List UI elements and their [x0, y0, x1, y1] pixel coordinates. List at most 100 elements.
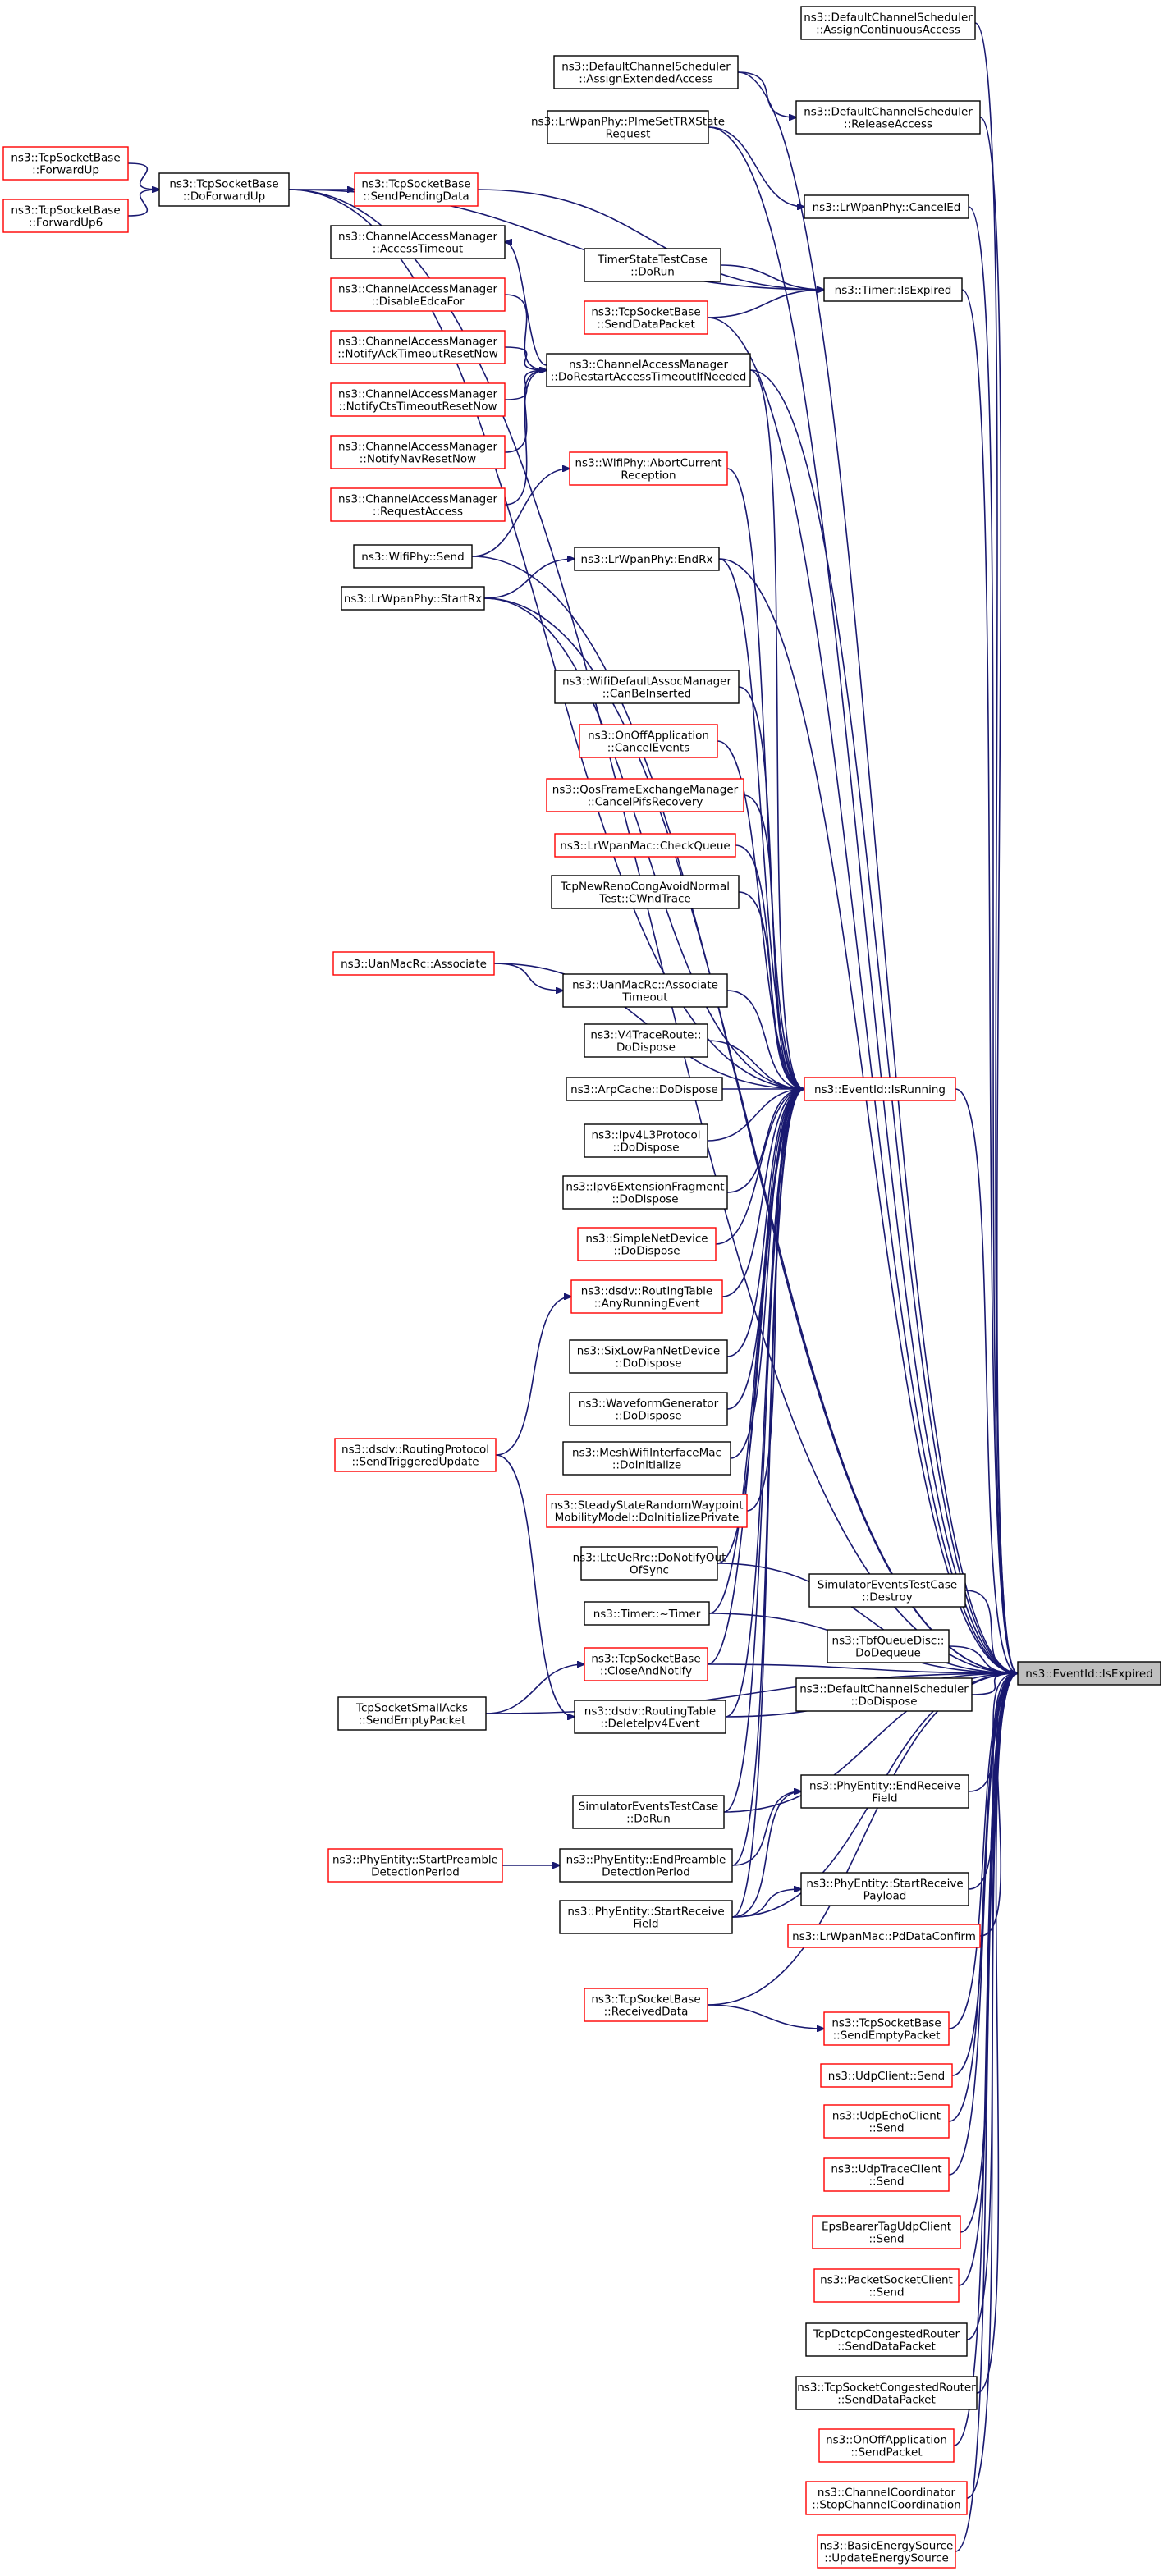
node-box: [823, 277, 963, 302]
node-box: [559, 1900, 733, 1934]
node-sendPending[interactable]: ns3::TcpSocketBase::SendPendingData: [354, 172, 479, 207]
node-udpTrace[interactable]: ns3::UdpTraceClient::Send: [823, 2157, 950, 2192]
node-tbfDequeue[interactable]: ns3::TbfQueueDisc::DoDequeue: [827, 1629, 950, 1663]
node-label: ns3::SimpleNetDevice: [585, 1233, 708, 1246]
node-label: ::DoDispose: [612, 1142, 679, 1155]
node-box: [551, 875, 740, 909]
node-simEventsDoRun[interactable]: SimulatorEventsTestCase::DoRun: [572, 1795, 725, 1829]
node-fwdUp6[interactable]: ns3::TcpSocketBase::ForwardUp6: [2, 199, 129, 233]
node-camNotifyCts[interactable]: ns3::ChannelAccessManager::NotifyCtsTime…: [330, 382, 506, 417]
node-camDoRestart[interactable]: ns3::ChannelAccessManager::DoRestartAcce…: [546, 353, 751, 387]
node-timerDtor[interactable]: ns3::Timer::~Timer: [584, 1601, 710, 1626]
node-box: [823, 2011, 950, 2046]
node-qosCancel[interactable]: ns3::QosFrameExchangeManager::CancelPifs…: [546, 778, 744, 812]
node-epsBearer[interactable]: EpsBearerTagUdpClient::Send: [812, 2215, 961, 2249]
node-camRequest[interactable]: ns3::ChannelAccessManager::RequestAccess: [330, 487, 506, 522]
node-closeAndNotify[interactable]: ns3::TcpSocketBase::CloseAndNotify: [584, 1647, 708, 1681]
node-timerStateDoRun[interactable]: TimerStateTestCase::DoRun: [584, 248, 721, 282]
node-assignContinuous[interactable]: ns3::DefaultChannelScheduler::AssignCont…: [800, 6, 976, 40]
node-ipv4L3[interactable]: ns3::Ipv4L3Protocol::DoDispose: [584, 1123, 708, 1158]
node-label: ns3::ArpCache::DoDispose: [570, 1083, 718, 1096]
node-label: ::AccessTimeout: [373, 243, 463, 256]
node-fwdUp[interactable]: ns3::TcpSocketBase::ForwardUp: [2, 146, 129, 181]
call-edge-timerDtor-to-eventIsRunning: [708, 1089, 804, 1614]
node-uanAssociate[interactable]: ns3::UanMacRc::Associate: [332, 951, 495, 976]
node-wifiDefaultAssoc[interactable]: ns3::WifiDefaultAssocManager::CanBeInser…: [554, 670, 740, 704]
node-tcpDctcp[interactable]: TcpDctcpCongestedRouter::SendDataPacket: [805, 2322, 968, 2357]
node-cancelEd[interactable]: ns3::LrWpanPhy::CancelEd: [804, 194, 969, 219]
node-box: [2, 199, 129, 233]
call-edge-wifiSend-to-wifiAbort: [471, 469, 570, 557]
node-label: Request: [606, 128, 651, 141]
node-basicEnergy[interactable]: ns3::BasicEnergySource::UpdateEnergySour…: [817, 2534, 956, 2569]
node-dcsDoDispose[interactable]: ns3::DefaultChannelScheduler::DoDispose: [795, 1677, 973, 1712]
node-camNotifyNav[interactable]: ns3::ChannelAccessManager::NotifyNavRese…: [330, 435, 506, 469]
node-label: ns3::EventId::IsExpired: [1025, 1668, 1153, 1681]
node-label: ns3::LrWpanPhy::EndRx: [581, 553, 713, 566]
node-tcpSmallAcks[interactable]: TcpSocketSmallAcks::SendEmptyPacket: [337, 1696, 487, 1731]
node-onOffCancel[interactable]: ns3::OnOffApplication::CancelEvents: [579, 724, 718, 758]
node-label: ::DoRun: [630, 266, 675, 279]
node-sendDataPacketTcp[interactable]: ns3::TcpSocketBase::SendDataPacket: [584, 300, 708, 335]
node-tcpCongRouter[interactable]: ns3::TcpSocketCongestedRouter::SendDataP…: [795, 2376, 978, 2410]
node-box: [566, 1077, 723, 1101]
node-releaseAccess[interactable]: ns3::DefaultChannelScheduler::ReleaseAcc…: [795, 100, 981, 135]
node-label: ns3::V4TraceRoute::: [590, 1029, 701, 1042]
node-simEventsDestroy[interactable]: SimulatorEventsTestCase::Destroy: [808, 1573, 966, 1608]
node-meshWifi[interactable]: ns3::MeshWifiInterfaceMac::DoInitialize: [562, 1441, 731, 1476]
node-lrEndRx[interactable]: ns3::LrWpanPhy::EndRx: [574, 547, 720, 571]
node-dsdvDelete[interactable]: ns3::dsdv::RoutingTable::DeleteIpv4Event: [574, 1700, 726, 1734]
node-dsdvAnyRunning[interactable]: ns3::dsdv::RoutingTable::AnyRunningEvent: [570, 1279, 723, 1314]
node-dsdvSendTriggered[interactable]: ns3::dsdv::RoutingProtocol::SendTriggere…: [334, 1438, 497, 1472]
node-lrPdData[interactable]: ns3::LrWpanMac::PdDataConfirm: [787, 1924, 981, 1948]
node-lrCheckQueue[interactable]: ns3::LrWpanMac::CheckQueue: [554, 833, 736, 858]
node-camNotifyAck[interactable]: ns3::ChannelAccessManager::NotifyAckTime…: [330, 330, 506, 364]
node-waveform[interactable]: ns3::WaveformGenerator::DoDispose: [569, 1392, 728, 1426]
node-camAccessTimeout[interactable]: ns3::ChannelAccessManager::AccessTimeout: [330, 225, 506, 259]
node-camDisableEdca[interactable]: ns3::ChannelAccessManager::DisableEdcaFo…: [330, 277, 506, 312]
node-label: ns3::Timer::IsExpired: [835, 284, 952, 297]
node-steadyState[interactable]: ns3::SteadyStateRandomWaypointMobilityMo…: [546, 1494, 748, 1528]
node-v4Trace[interactable]: ns3::V4TraceRoute::DoDispose: [584, 1023, 708, 1058]
node-timerIsExpired[interactable]: ns3::Timer::IsExpired: [823, 277, 963, 302]
node-label: ::StopChannelCoordination: [812, 2499, 960, 2512]
node-channelCoord[interactable]: ns3::ChannelCoordinator::StopChannelCoor…: [805, 2481, 968, 2515]
node-ipv6Ext[interactable]: ns3::Ipv6ExtensionFragment::DoDispose: [562, 1175, 728, 1210]
node-wifiSend[interactable]: ns3::WifiPhy::Send: [353, 544, 473, 569]
node-phyEndPreamble[interactable]: ns3::PhyEntity::EndPreambleDetectionPeri…: [559, 1848, 733, 1883]
node-box: [584, 1647, 708, 1681]
node-onOffSend[interactable]: ns3::OnOffApplication::SendPacket: [818, 2428, 955, 2463]
node-box: [584, 1023, 708, 1058]
node-tcpReceived[interactable]: ns3::TcpSocketBase::ReceivedData: [584, 1988, 708, 2022]
node-tcpSendEmpty[interactable]: ns3::TcpSocketBase::SendEmptyPacket: [823, 2011, 950, 2046]
node-arpCache[interactable]: ns3::ArpCache::DoDispose: [566, 1077, 723, 1101]
node-box: [554, 833, 736, 858]
node-box: [795, 1677, 973, 1712]
node-phyStartPreamble[interactable]: ns3::PhyEntity::StartPreambleDetectionPe…: [327, 1848, 503, 1883]
node-packetSocket[interactable]: ns3::PacketSocketClient::Send: [813, 2268, 960, 2303]
node-label: ::DoForwardUp: [183, 190, 266, 204]
call-edge-plmeSet-to-cancelEd: [708, 126, 804, 207]
call-edge-plmeSet-to-eventIsExpired: [708, 126, 1018, 1673]
node-label: ns3::TcpSocketBase: [11, 152, 120, 165]
node-udpEcho[interactable]: ns3::UdpEchoClient::Send: [823, 2104, 950, 2139]
node-eventIsExpired[interactable]: ns3::EventId::IsExpired: [1017, 1661, 1161, 1686]
node-label: SimulatorEventsTestCase: [818, 1579, 957, 1592]
node-eventIsRunning[interactable]: ns3::EventId::IsRunning: [804, 1077, 956, 1101]
node-assignExtended[interactable]: ns3::DefaultChannelScheduler::AssignExte…: [553, 55, 739, 89]
node-label: ::Destroy: [862, 1591, 913, 1604]
node-label: ns3::DefaultChannelScheduler: [799, 1683, 969, 1696]
node-doFwdUp[interactable]: ns3::TcpSocketBase::DoForwardUp: [158, 172, 290, 207]
node-sixLowPan[interactable]: ns3::SixLowPanNetDevice::DoDispose: [569, 1339, 728, 1374]
node-lrStartRx[interactable]: ns3::LrWpanPhy::StartRx: [341, 586, 485, 611]
node-udpClientSend[interactable]: ns3::UdpClient::Send: [820, 2063, 953, 2088]
node-simpleNet[interactable]: ns3::SimpleNetDevice::DoDispose: [577, 1227, 717, 1261]
